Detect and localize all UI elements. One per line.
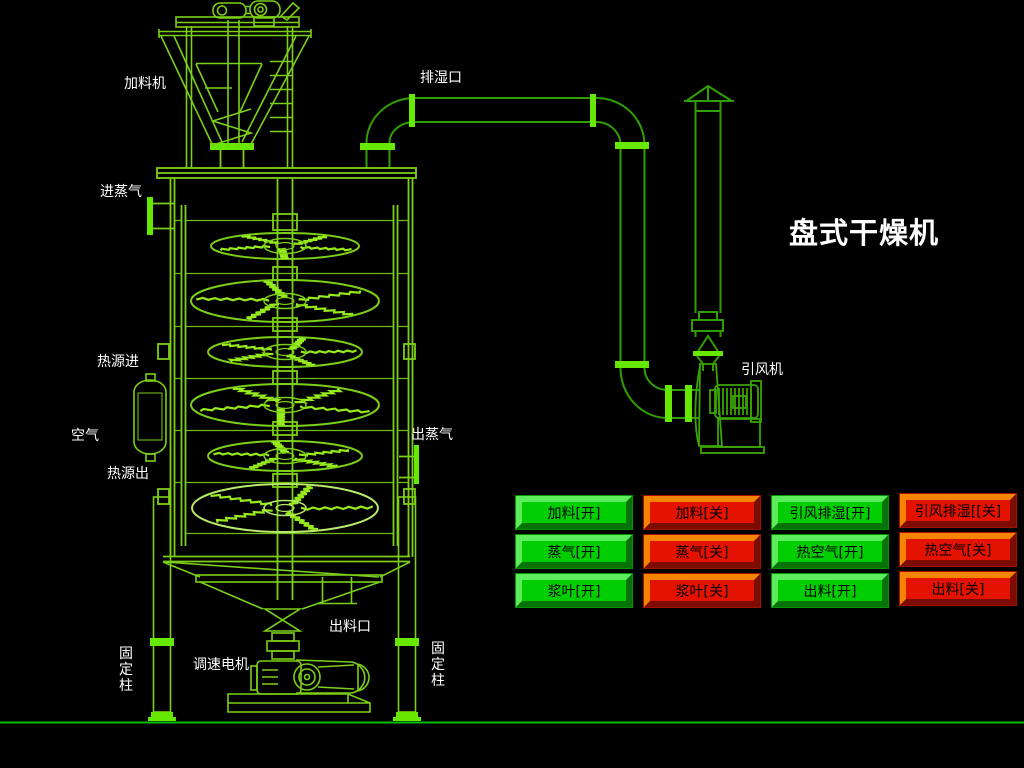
speed-motor-unit — [227, 659, 371, 713]
label-fixed-column-right: 固定柱 — [431, 641, 445, 689]
paddle-discs — [190, 232, 380, 533]
fixed-columns — [148, 496, 421, 721]
label-air: 空气 — [71, 428, 99, 444]
discharge-chute — [317, 577, 357, 605]
button-fan-exhaust-on[interactable]: 引风排湿[开] — [771, 495, 889, 530]
label-heat-out: 热源出 — [107, 466, 149, 482]
button-paddle-off[interactable]: 浆叶[关] — [643, 573, 761, 608]
label-moisture-outlet: 排湿口 — [420, 70, 462, 86]
exhaust-piping — [360, 84, 734, 422]
button-paddle-on[interactable]: 浆叶[开] — [515, 573, 633, 608]
button-feed-on[interactable]: 加料[开] — [515, 495, 633, 530]
label-heat-in: 热源进 — [97, 354, 139, 370]
vessel-tie-bars — [174, 219, 409, 535]
label-speed-motor: 调速电机 — [193, 657, 249, 673]
main-shaft — [276, 179, 294, 600]
feeder-motor — [212, 0, 301, 27]
label-feeder: 加料机 — [124, 76, 166, 92]
label-fixed-column-left: 固定柱 — [119, 646, 133, 694]
steam-out-nozzle — [399, 455, 416, 479]
button-hot-air-off[interactable]: 热空气[关] — [899, 532, 1017, 567]
air-tank — [133, 373, 167, 462]
button-discharge-on[interactable]: 出料[开] — [771, 573, 889, 608]
feeder-frame-legs — [185, 26, 294, 168]
button-steam-on[interactable]: 蒸气[开] — [515, 534, 633, 569]
page-title: 盘式干燥机 — [789, 216, 940, 250]
button-hot-air-on[interactable]: 热空气[开] — [771, 534, 889, 569]
label-steam-in: 进蒸气 — [100, 184, 142, 200]
label-fan: 引风机 — [741, 362, 783, 378]
button-fan-exhaust-off[interactable]: 引风排湿[[关] — [899, 493, 1017, 528]
discharge-assembly — [148, 496, 421, 721]
pipe-flanges — [360, 94, 723, 422]
label-discharge-port: 出料口 — [329, 619, 371, 635]
feeder-assembly — [158, 0, 312, 168]
button-feed-off[interactable]: 加料[关] — [643, 495, 761, 530]
discharge-valve — [262, 608, 303, 632]
induced-draft-fan — [694, 363, 765, 454]
button-discharge-off[interactable]: 出料[关] — [899, 571, 1017, 606]
button-steam-off[interactable]: 蒸气[关] — [643, 534, 761, 569]
steam-in-nozzle — [153, 202, 174, 230]
screw-spiral — [210, 108, 254, 146]
label-steam-out: 出蒸气 — [411, 427, 453, 443]
